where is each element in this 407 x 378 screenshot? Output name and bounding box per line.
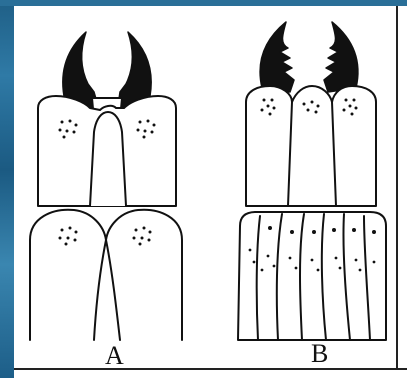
upper-segment-b — [246, 86, 376, 206]
central-lobe-a — [90, 112, 126, 206]
lower-lobe-a-left — [30, 210, 106, 340]
figure-b — [238, 22, 386, 340]
figure-a — [30, 32, 182, 340]
figure-label-a: A — [105, 343, 124, 369]
hook-b-left — [260, 22, 294, 92]
figure-label-b: B — [311, 341, 328, 367]
hook-b-right — [324, 22, 358, 92]
